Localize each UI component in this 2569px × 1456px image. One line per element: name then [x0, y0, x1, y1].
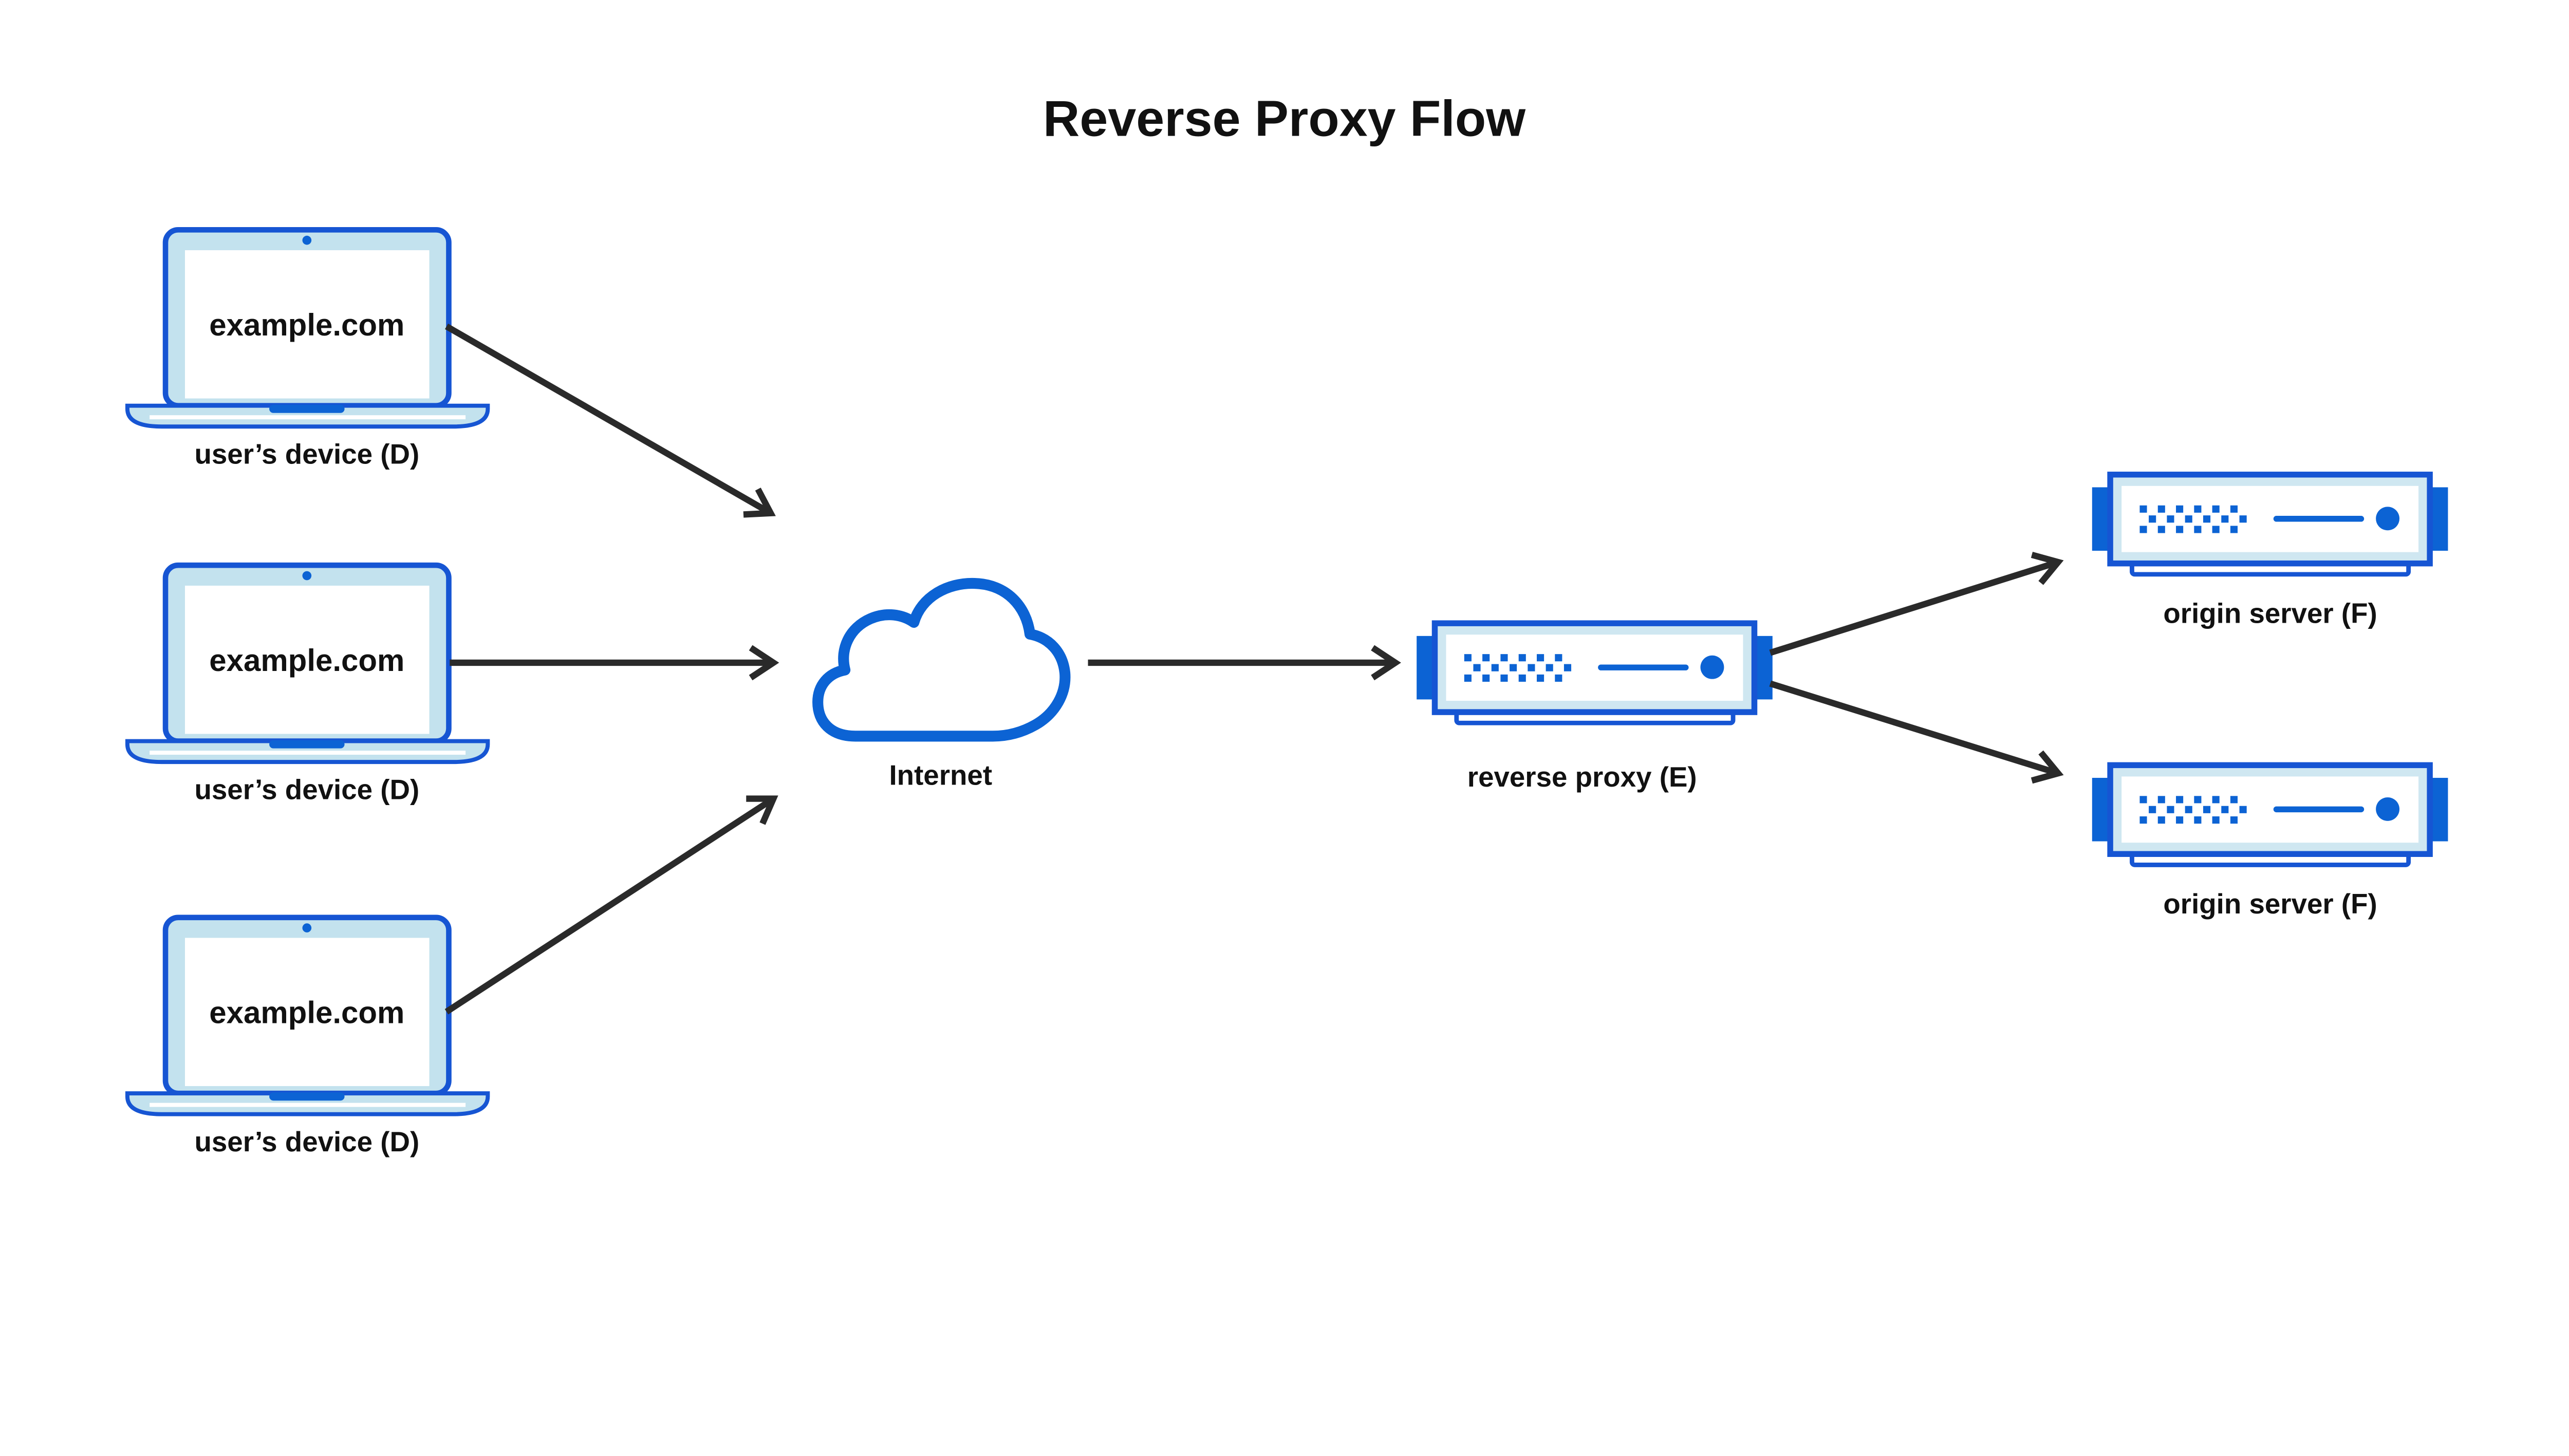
server-vents-icon — [2139, 796, 2247, 824]
webcam-icon — [302, 571, 312, 581]
screen-url-text: example.com — [209, 643, 404, 678]
laptop-hinge-notch — [269, 740, 345, 749]
server-panel — [1446, 634, 1743, 701]
node-label: origin server (F) — [2163, 888, 2377, 920]
server-slot-line — [2273, 516, 2365, 522]
laptop-base-stripe — [150, 1103, 466, 1107]
node-user-device-2: example.com user’s device (D) — [125, 562, 490, 805]
laptop-base-stripe — [150, 415, 466, 420]
server-vents-icon — [2139, 505, 2247, 533]
webcam-icon — [302, 235, 312, 245]
diagram-title: Reverse Proxy Flow — [1043, 90, 1526, 147]
arrow-device1-to-internet — [444, 323, 776, 518]
server-panel — [2121, 486, 2419, 552]
node-internet: Internet — [812, 577, 1071, 791]
node-label: Internet — [889, 759, 993, 791]
laptop-hinge-notch — [269, 404, 345, 413]
node-label: origin server (F) — [2163, 597, 2377, 629]
laptop-screen — [184, 585, 430, 734]
server-led-icon — [1700, 655, 1724, 679]
screen-url-text: example.com — [209, 995, 404, 1030]
laptop-icon: example.com — [125, 562, 490, 764]
node-label: user’s device (D) — [194, 1126, 419, 1158]
server-icon — [2092, 472, 2448, 577]
reverse-proxy-flow-diagram: Reverse Proxy Flow example.com user’s de… — [125, 90, 2448, 1158]
arrowhead-icon — [2031, 750, 2064, 784]
laptop-screen — [184, 250, 430, 399]
arrow-proxy-to-origin1 — [1769, 551, 2064, 656]
arrow-proxy-to-origin2 — [1769, 680, 2064, 784]
node-user-device-1: example.com user’s device (D) — [125, 227, 490, 470]
cloud-icon — [812, 577, 1071, 742]
laptop-hinge-notch — [269, 1092, 345, 1101]
arrowhead-icon — [1371, 645, 1401, 681]
laptop-icon: example.com — [125, 227, 490, 429]
server-led-icon — [2376, 797, 2400, 821]
arrowhead-icon — [743, 488, 776, 518]
node-label: user’s device (D) — [194, 438, 419, 470]
screen-url-text: example.com — [209, 308, 404, 342]
webcam-icon — [302, 923, 312, 932]
server-vents-icon — [1464, 654, 1572, 682]
node-reverse-proxy: reverse proxy (E) — [1417, 620, 1773, 793]
laptop-screen — [184, 938, 430, 1086]
node-user-device-3: example.com user’s device (D) — [125, 914, 490, 1158]
arrow-internet-to-proxy — [1088, 645, 1401, 681]
arrowhead-icon — [2031, 551, 2064, 585]
arrowhead-icon — [749, 645, 779, 681]
laptop-icon: example.com — [125, 914, 490, 1116]
server-led-icon — [2376, 507, 2400, 531]
server-icon — [1417, 620, 1773, 725]
node-origin-server-2: origin server (F) — [2092, 762, 2448, 920]
server-slot-line — [1598, 664, 1689, 670]
node-label: user’s device (D) — [194, 773, 419, 805]
node-label: reverse proxy (E) — [1467, 761, 1697, 793]
arrow-device2-to-internet — [450, 645, 779, 681]
server-panel — [2121, 776, 2419, 843]
laptop-base-stripe — [150, 751, 466, 755]
arrow-device3-to-internet — [444, 795, 778, 1015]
server-slot-line — [2273, 806, 2365, 813]
server-icon — [2092, 762, 2448, 867]
arrowhead-icon — [746, 795, 778, 825]
node-origin-server-1: origin server (F) — [2092, 472, 2448, 629]
